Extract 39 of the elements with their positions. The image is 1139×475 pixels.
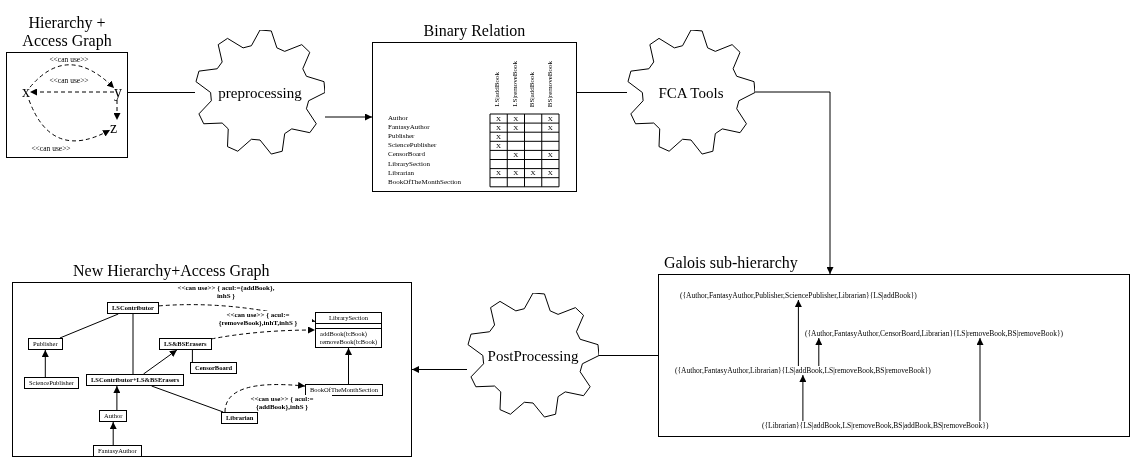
dashed-arrow [28,99,111,142]
variable-label: y [114,84,122,100]
dashed-arrow [113,99,121,121]
dashed-arrow [211,326,316,340]
arrow [754,91,834,275]
gear-shape [467,293,599,418]
dashed-arrow [29,88,115,96]
connector-line [132,313,134,375]
arrow [113,385,121,411]
node-label: PostProcessing [486,347,580,364]
arrow [799,374,807,422]
arrow [143,349,178,375]
frame-title: Binary Relation [422,22,527,40]
node-label: FCA Tools [657,84,725,101]
frame-title: Hierarchy + Access Graph [21,14,113,50]
arrow [976,337,984,422]
gear-shape [627,30,755,155]
connector-line [576,92,628,93]
variable-label: x [22,84,30,100]
arrow [411,366,468,373]
connector-line [191,349,193,363]
connector-line [59,313,119,339]
arrow [345,347,352,385]
arrow [41,349,49,378]
dashed-arrow [224,382,306,413]
arrow [109,421,117,446]
node-label: preprocessing [217,84,303,101]
connector-line [598,355,659,356]
class-box [315,312,383,348]
connector-line [151,385,224,413]
frame-title: Galois sub-hierarchy [664,254,798,272]
arrow [324,113,373,121]
gear-shape [195,30,325,155]
arrow [794,299,802,367]
dashed-arrow [29,64,115,89]
frame-title: New Hierarchy+Access Graph [73,262,270,280]
variable-label: z [110,120,118,136]
connector-line [127,92,196,93]
arrow [815,337,823,367]
